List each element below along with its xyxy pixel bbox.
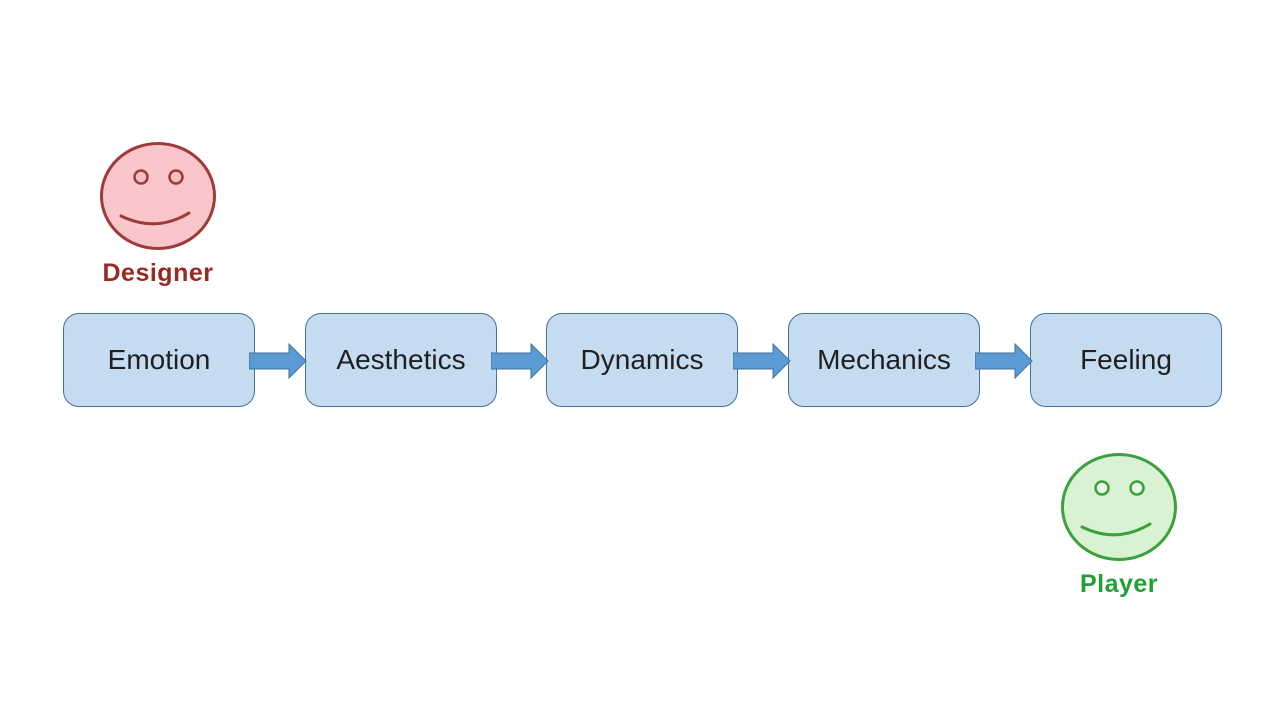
flow-box-feeling: Feeling [1030,313,1222,407]
player-actor: Player [1057,452,1181,599]
player-smiley-icon [1061,453,1177,561]
flow-box-label: Emotion [107,344,211,375]
flow-box-aesthetics: Aesthetics [305,313,497,407]
player-label: Player [1079,570,1159,598]
flow-arrow-icon [491,343,549,379]
flow-box-label: Feeling [1080,344,1172,375]
flow-arrow-icon [249,343,307,379]
flow-box-label: Mechanics [817,344,951,375]
flow-box-emotion: Emotion [63,313,255,407]
flow-box-mechanics: Mechanics [788,313,980,407]
designer-actor: Designer [96,141,220,288]
designer-smiley-icon [100,142,216,250]
flow-box-dynamics: Dynamics [546,313,738,407]
flow-box-label: Aesthetics [336,344,466,375]
flow-arrow-icon [975,343,1033,379]
flow-arrow-icon [733,343,791,379]
flow-box-label: Dynamics [580,344,704,375]
designer-label: Designer [102,259,214,287]
